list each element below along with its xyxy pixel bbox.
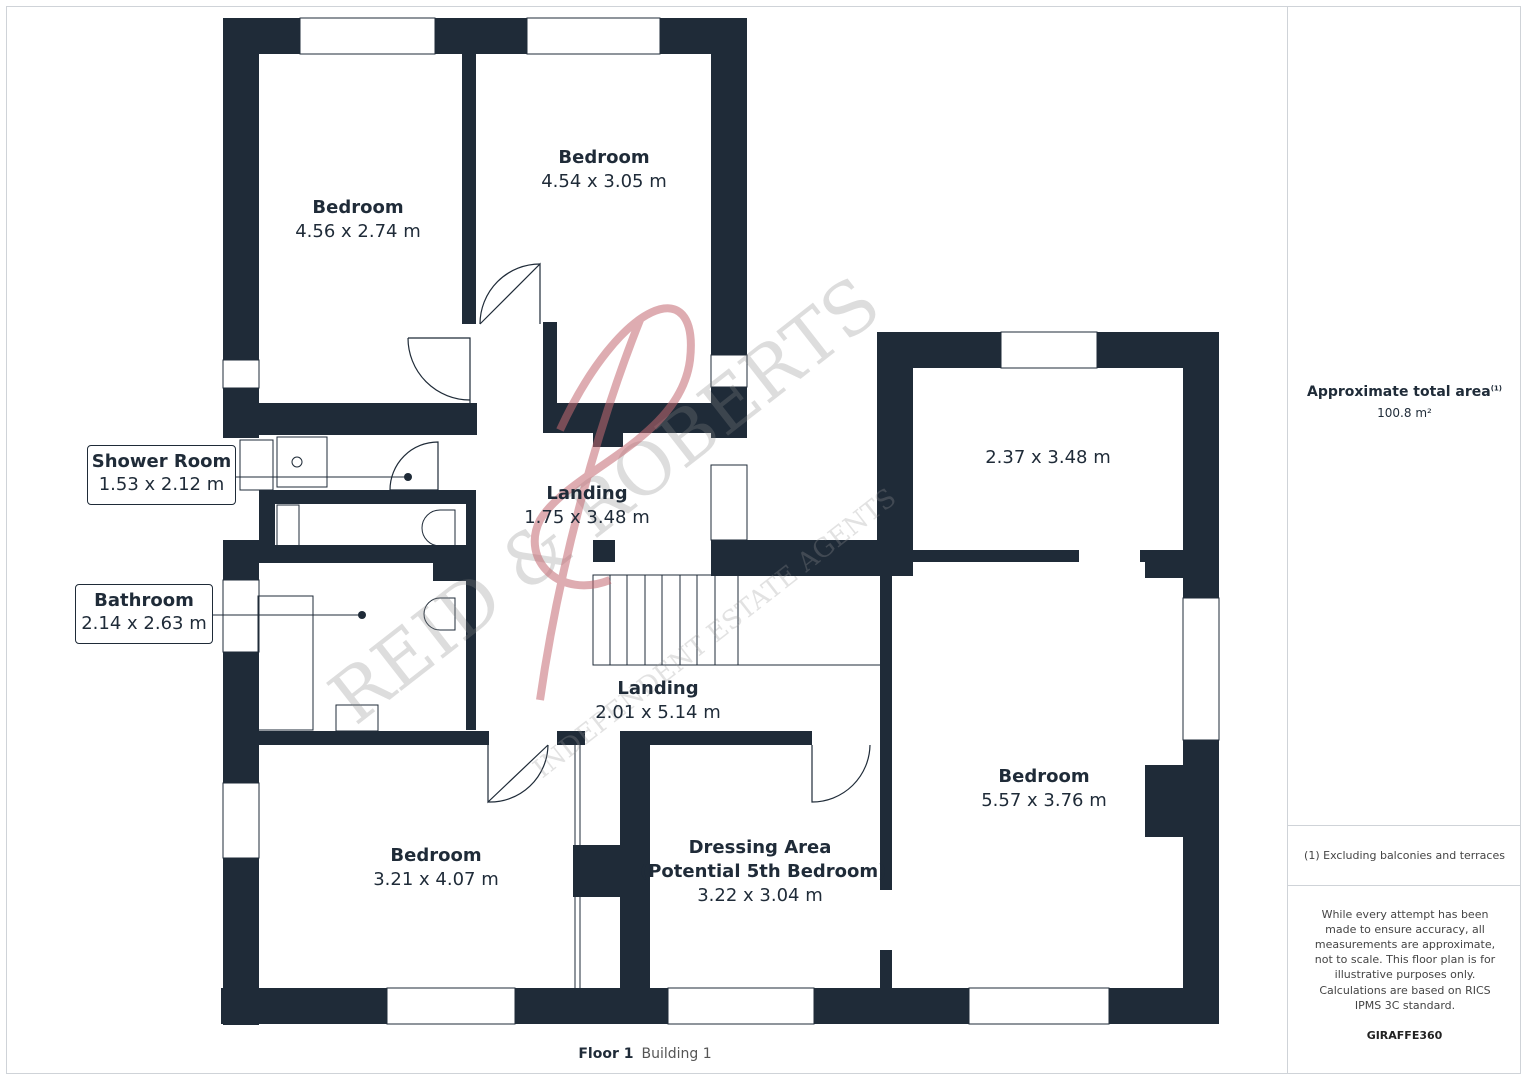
- building-label: Building 1: [641, 1046, 712, 1062]
- area-value: 100.8 m²: [1377, 406, 1432, 420]
- room-label-bedroom-n: Bedroom 4.54 x 3.05 m: [534, 146, 674, 194]
- room-dims: 4.56 x 2.74 m: [295, 221, 421, 242]
- info-panel: [1287, 6, 1521, 1074]
- room-name: Dressing Area: [688, 837, 832, 858]
- room-dims: 1.53 x 2.12 m: [98, 474, 225, 495]
- room-name: Bedroom: [998, 766, 1090, 787]
- windows: [222, 17, 1220, 1025]
- disclaimer: While every attempt has been made to ens…: [1314, 908, 1496, 981]
- room-dims: 2.14 x 2.63 m: [81, 613, 207, 634]
- room-label-landing-lower: Landing 2.01 x 5.14 m: [588, 677, 728, 725]
- room-label-bedroom-e: Bedroom 5.57 x 3.76 m: [974, 765, 1114, 813]
- room-dims: 5.57 x 3.76 m: [981, 790, 1107, 811]
- panel-divider: [1288, 825, 1521, 826]
- room-label-bedroom-sw: Bedroom 3.21 x 4.07 m: [366, 844, 506, 892]
- room-name: Landing: [617, 678, 699, 699]
- room-dims: 2.37 x 3.48 m: [985, 447, 1111, 468]
- room-dims: 4.54 x 3.05 m: [541, 171, 667, 192]
- room-name: Landing: [546, 483, 628, 504]
- stairs: [592, 574, 880, 666]
- room-dims: 3.21 x 4.07 m: [373, 869, 499, 890]
- room-name: Bathroom: [94, 590, 194, 611]
- watermark-monogram: [530, 304, 695, 701]
- leader-lines: [213, 476, 408, 616]
- callout-shower-room: Shower Room 1.53 x 2.12 m: [87, 445, 236, 505]
- room-label-dressing: Dressing Area (Potential 5th Bedroom) 3.…: [640, 836, 887, 908]
- giraffe360-logo: GIRAFFE360: [1288, 1029, 1521, 1042]
- floor-label: Floor 1: [578, 1046, 634, 1062]
- area-summary: Approximate total area(1) 100.8 m²: [1288, 384, 1521, 420]
- footnote: (1) Excluding balconies and terraces: [1304, 849, 1505, 862]
- room-label-ne: 2.37 x 3.48 m: [978, 446, 1118, 470]
- room-name: Bedroom: [558, 147, 650, 168]
- floor-caption: Floor 1 Building 1: [0, 1046, 1290, 1062]
- room-label-bedroom-nw: Bedroom 4.56 x 2.74 m: [288, 196, 428, 244]
- callout-bathroom: Bathroom 2.14 x 2.63 m: [75, 584, 213, 644]
- floor-plan: REID & ROBERTS INDEPENDENT ESTATE AGENTS: [213, 17, 1220, 1025]
- room-name-secondary: (Potential 5th Bedroom): [640, 861, 887, 882]
- fixtures: [257, 436, 581, 988]
- doors: [389, 262, 871, 804]
- logo-text-b: 360: [1419, 1029, 1443, 1042]
- room-dims: 3.22 x 3.04 m: [697, 885, 823, 906]
- room-dims: 2.01 x 5.14 m: [595, 702, 721, 723]
- room-name: Bedroom: [390, 845, 482, 866]
- area-title: Approximate total area(1): [1288, 384, 1521, 400]
- room-name: Shower Room: [91, 451, 232, 472]
- logo-text-a: GIRAFFE: [1366, 1029, 1420, 1042]
- calc-note: Calculations are based on RICS IPMS 3C s…: [1319, 984, 1491, 1012]
- area-title-text: Approximate total area: [1306, 384, 1491, 400]
- page-frame: [6, 6, 1521, 1074]
- room-dims: 1.75 x 3.48 m: [524, 507, 650, 528]
- area-footnote-marker: (1): [1490, 384, 1503, 393]
- panel-divider: [1288, 885, 1521, 886]
- room-name: Bedroom: [312, 197, 404, 218]
- room-label-landing-upper: Landing 1.75 x 3.48 m: [517, 482, 657, 530]
